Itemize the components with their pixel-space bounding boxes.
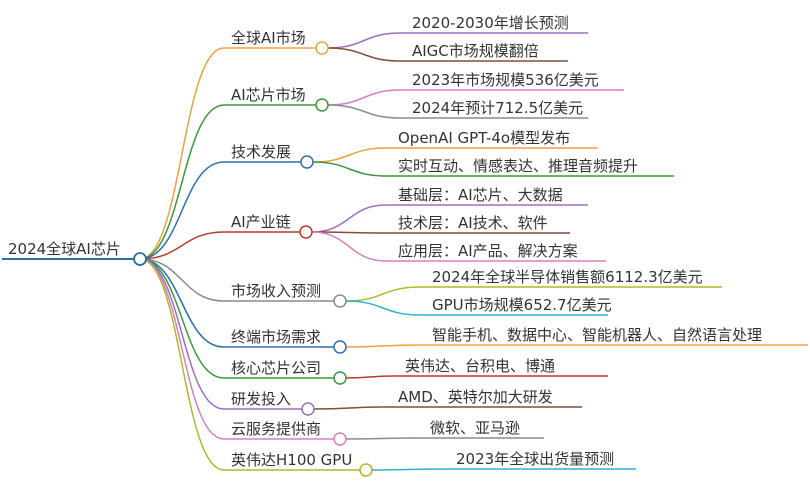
branch-node-label[interactable]: 全球AI市场 (231, 29, 306, 47)
branch-collapse-toggle[interactable] (359, 463, 373, 477)
branch-child-connector (345, 344, 421, 348)
branch-child-connector (311, 204, 387, 233)
branch-collapse-toggle[interactable] (333, 371, 347, 385)
branch-collapse-toggle[interactable] (333, 340, 347, 354)
branch-collapse-toggle[interactable] (299, 225, 313, 239)
branch-collapse-toggle[interactable] (333, 294, 347, 308)
leaf-node-label[interactable]: 微软、亚马逊 (430, 419, 520, 437)
branch-node-label[interactable]: 技术发展 (231, 143, 291, 161)
branch-node-label[interactable]: 市场收入预测 (231, 282, 321, 300)
branch-child-connector (312, 161, 387, 177)
root-branch-connector (139, 258, 225, 379)
mindmap-nodes: 2020-2030年增长预测 AIGC市场规模翻倍 全球AI市场 2023年市场规模5… (8, 14, 762, 477)
root-collapse-toggle[interactable] (133, 252, 147, 266)
branch-child-connector (312, 147, 387, 163)
branch-node-label[interactable]: 云服务提供商 (231, 420, 321, 438)
branch-child-connector (327, 104, 401, 119)
branch-child-connector (345, 375, 394, 379)
branch-child-connector (345, 286, 421, 302)
leaf-node-label[interactable]: 2024年预计712.5亿美元 (412, 99, 583, 117)
branch-collapse-toggle[interactable] (301, 402, 315, 416)
leaf-node-label[interactable]: 实时互动、情感表达、推理音频提升 (398, 157, 638, 175)
root-node-label[interactable]: 2024全球AI芯片 (8, 240, 121, 258)
leaf-node-label[interactable]: 2020-2030年增长预测 (412, 14, 569, 32)
leaf-node-label[interactable]: 英伟达、台积电、博通 (405, 357, 555, 375)
leaf-node-label[interactable]: 2024年全球半导体销售额6112.3亿美元 (432, 268, 703, 286)
branch-child-connector (327, 89, 401, 106)
root-branch-connector (139, 231, 225, 260)
branch-node-label[interactable]: AI芯片市场 (231, 86, 306, 104)
root-branch-connector (139, 258, 225, 440)
branch-node-label[interactable]: 终端市场需求 (231, 328, 321, 346)
root-branch-connector (139, 258, 225, 410)
branch-child-connector (311, 231, 387, 262)
root-branch-connector (139, 104, 225, 260)
branch-collapse-toggle[interactable] (315, 41, 329, 55)
branch-node-label[interactable]: 研发投入 (231, 390, 291, 408)
leaf-node-label[interactable]: AIGC市场规模翻倍 (412, 42, 539, 60)
root-branch-connector (139, 258, 225, 302)
leaf-node-label[interactable]: OpenAI GPT-4o模型发布 (398, 129, 570, 147)
branch-node-label[interactable]: 核心芯片公司 (231, 359, 321, 377)
leaf-node-label[interactable]: 2023年市场规模536亿美元 (412, 71, 599, 89)
root-branch-connector (139, 47, 225, 260)
branch-collapse-toggle[interactable] (300, 155, 314, 169)
root-branch-connector (139, 161, 225, 260)
leaf-node-label[interactable]: 基础层：AI芯片、大数据 (398, 186, 563, 204)
root-branch-connector (139, 258, 225, 348)
branch-child-connector (327, 47, 401, 62)
branch-collapse-toggle[interactable] (315, 98, 329, 112)
leaf-node-label[interactable]: AMD、英特尔加大研发 (398, 388, 553, 406)
leaf-node-label[interactable]: 技术层：AI技术、软件 (398, 214, 548, 232)
branch-child-connector (371, 468, 445, 471)
leaf-node-label[interactable]: 2023年全球出货量预测 (456, 450, 614, 468)
mindmap-edges (2, 32, 808, 471)
leaf-node-label[interactable]: GPU市场规模652.7亿美元 (432, 296, 612, 314)
root-branch-connector (139, 258, 225, 471)
branch-collapse-toggle[interactable] (333, 432, 347, 446)
branch-child-connector (345, 300, 421, 316)
branch-node-label[interactable]: AI产业链 (231, 213, 291, 231)
branch-child-connector (313, 406, 387, 410)
branch-child-connector (345, 437, 419, 440)
leaf-node-label[interactable]: 应用层：AI产品、解决方案 (398, 242, 578, 260)
leaf-node-label[interactable]: 智能手机、数据中心、智能机器人、自然语言处理 (432, 326, 762, 344)
branch-child-connector (327, 32, 401, 49)
branch-node-label[interactable]: 英伟达H100 GPU (231, 451, 352, 469)
